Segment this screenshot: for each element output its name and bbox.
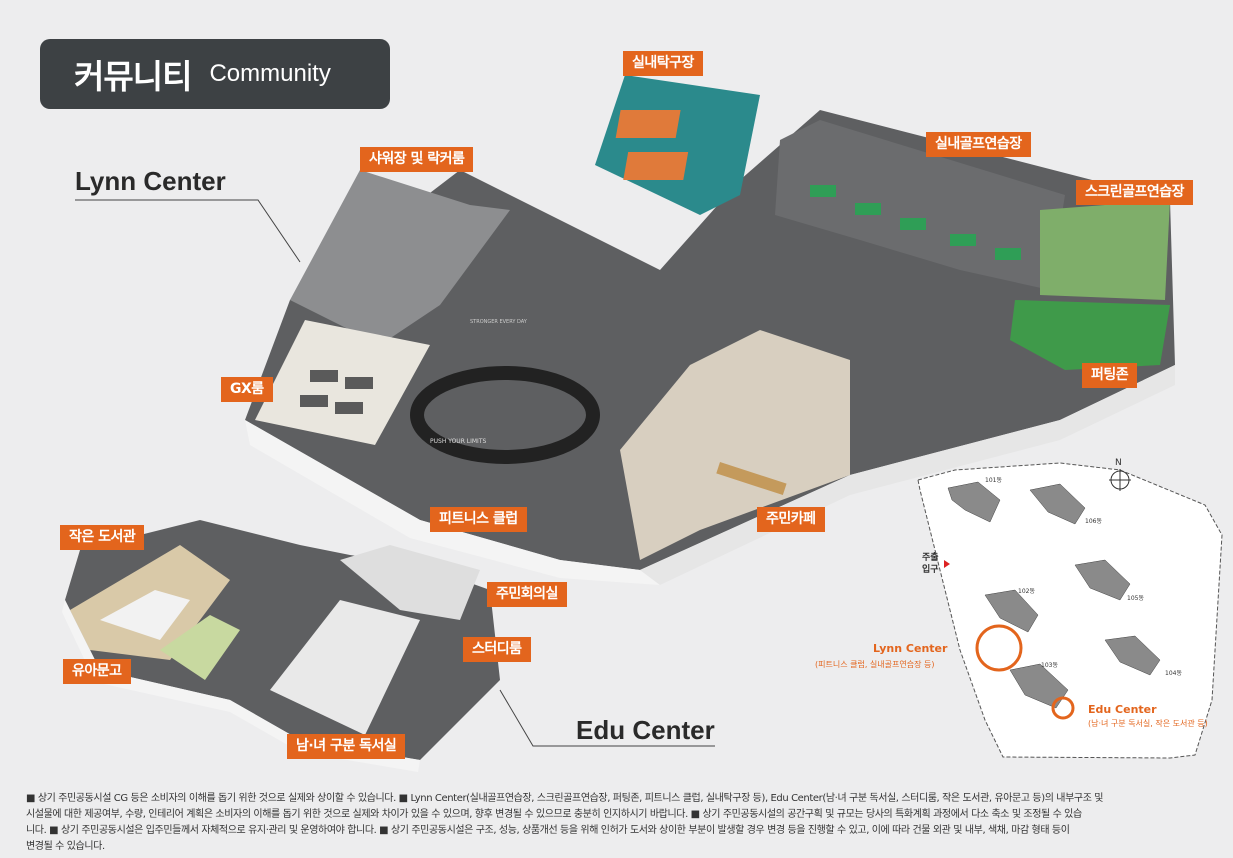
tag-putting-zone: 퍼팅존 <box>1082 363 1138 388</box>
north-compass: N <box>1109 458 1131 491</box>
golf-mat <box>900 218 926 230</box>
page-title: 커뮤니티 Community <box>40 39 390 109</box>
site-lynn-label: Lynn Center <box>873 642 948 655</box>
tag-screen-golf: 스크린골프연습장 <box>1076 180 1194 205</box>
site-buildings <box>947 481 1161 709</box>
table-tennis-room <box>595 75 760 215</box>
golf-mats <box>810 185 1021 260</box>
gx-mat <box>310 370 338 382</box>
entrance-label-line2: 입구 <box>922 563 939 575</box>
site-map <box>917 462 1223 759</box>
gx-mat <box>345 377 373 389</box>
table-tennis-table <box>623 152 689 180</box>
building-label-105: 105동 <box>1127 595 1144 602</box>
main-entrance-marker: 주출 입구 <box>922 551 950 575</box>
edu-leader-line <box>499 689 715 747</box>
cafe-area <box>620 330 850 560</box>
tag-reading-room: 남·녀 구분 독서실 <box>287 734 406 759</box>
golf-mat <box>810 185 836 197</box>
footnote-line: 시설물에 대한 제공여부, 수량, 인테리어 계획은 소비자의 이해를 돕기 위… <box>26 809 1082 820</box>
golf-practice-room <box>775 120 1065 290</box>
building-label-104: 104동 <box>1165 670 1182 677</box>
building-101 <box>947 481 1001 523</box>
building-106 <box>1029 483 1086 525</box>
wall-marking-text: STRONGER EVERY DAY <box>470 319 528 325</box>
tag-meeting-room: 주민회의실 <box>487 582 567 607</box>
putting-zone-area <box>1010 300 1170 370</box>
table-tennis-table <box>615 110 681 138</box>
edu-location-circle <box>1051 696 1075 720</box>
golf-mat <box>995 248 1021 260</box>
gx-mats <box>300 370 373 414</box>
building-label-103: 103동 <box>1041 662 1058 669</box>
cafe-long-table <box>716 462 787 496</box>
disclaimer-footnote: ■ 상기 주민공동시설 CG 등은 소비자의 이해를 돕기 위한 것으로 실제와… <box>26 791 1221 855</box>
lynn-leader-line <box>75 199 301 263</box>
gx-mat <box>300 395 328 407</box>
footnote-line: 변경될 수 있습니다. <box>26 841 105 852</box>
reading-room-area <box>270 600 420 735</box>
building-102 <box>984 589 1039 633</box>
building-104 <box>1104 635 1161 676</box>
footnote-line: ■ 상기 주민공동시설 CG 등은 소비자의 이해를 돕기 위한 것으로 실제와… <box>26 793 1104 804</box>
tag-golf-practice: 실내골프연습장 <box>926 132 1031 157</box>
tag-cafe: 주민카페 <box>757 507 825 532</box>
tag-kids-library: 유아문고 <box>63 659 131 684</box>
building-numbers: 101동 102동 103동 104동 105동 106동 <box>985 477 1182 677</box>
tag-shower-locker: 샤워장 및 락커룸 <box>360 147 474 172</box>
golf-mat <box>855 203 881 215</box>
lynn-location-circle <box>975 624 1023 672</box>
footnote-line: 니다. ■ 상기 주민공동시설은 입주민들께서 자체적으로 유지·관리 및 운영… <box>26 825 1070 836</box>
kids-library-area <box>160 615 240 680</box>
meeting-room-area <box>340 545 480 620</box>
gx-mat <box>335 402 363 414</box>
lynn-front-wall <box>245 420 660 585</box>
tag-study-room: 스터디룸 <box>463 637 531 662</box>
entrance-arrow-icon <box>944 560 950 568</box>
tag-gx-room: GX룸 <box>221 377 273 402</box>
tag-small-library: 작은 도서관 <box>60 525 145 550</box>
page-title-korean: 커뮤니티 <box>74 57 192 96</box>
site-lynn-sub: (피트니스 클럽, 실내골프연습장 등) <box>815 659 934 669</box>
screen-golf-room <box>1040 200 1170 300</box>
site-edu-sub: (남·녀 구분 독서실, 작은 도서관 등) <box>1088 718 1208 728</box>
fitness-track <box>410 366 600 464</box>
shower-locker-room <box>290 170 510 345</box>
tag-fitness-club: 피트니스 클럽 <box>430 507 527 532</box>
building-label-102: 102동 <box>1018 588 1035 595</box>
entrance-label-line1: 주출 <box>922 551 939 563</box>
library-shelf <box>100 590 190 640</box>
tag-table-tennis: 실내탁구장 <box>623 51 703 76</box>
north-label: N <box>1115 458 1122 468</box>
site-edu-label: Edu Center <box>1088 703 1157 716</box>
track-marking-text: PUSH YOUR LIMITS <box>430 438 486 445</box>
edu-center-label: Edu Center <box>576 715 715 745</box>
lynn-center-label: Lynn Center <box>75 166 226 196</box>
golf-mat <box>950 234 976 246</box>
building-label-106: 106동 <box>1085 518 1102 525</box>
building-label-101: 101동 <box>985 477 1002 484</box>
page-title-english: Community <box>209 60 331 87</box>
building-105 <box>1074 559 1131 601</box>
gx-room <box>255 320 430 445</box>
